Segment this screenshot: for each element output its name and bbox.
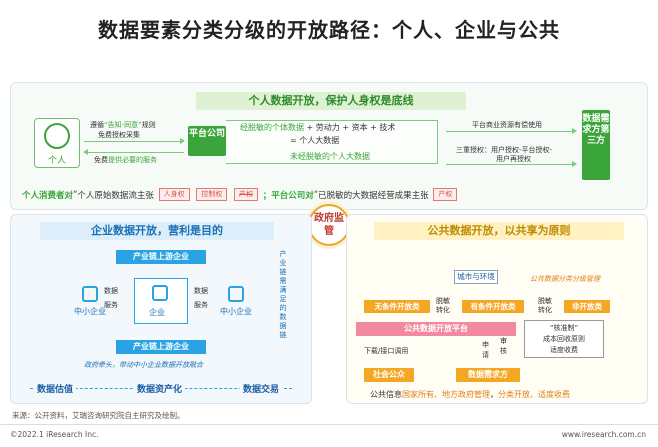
personal-data-banner: 个人数据开放，保护人身权是底线	[196, 92, 466, 110]
review-b: 核	[500, 347, 507, 355]
market-use: 平台商业资源有偿使用	[472, 121, 542, 129]
service-right: 服务	[194, 301, 208, 309]
market-arrow	[446, 128, 577, 134]
small-company-right-icon	[228, 286, 244, 302]
copyright: ©2022.1 iResearch Inc.	[10, 430, 99, 439]
source-note: 来源：公开资料，艾瑞咨询研究院自主研究及绘制。	[12, 411, 185, 420]
service-left: 服务	[104, 301, 118, 309]
enterprise-label: 企业	[149, 308, 165, 317]
tag-property-right: 产权	[433, 188, 458, 201]
desens-2b: 转化	[538, 306, 552, 314]
auth-line1: 三重授权：用户授权-平台授权-	[456, 146, 553, 154]
free-service: 免费提供必要的服务	[94, 156, 157, 164]
footer-divider	[0, 424, 658, 425]
consent-rule: 遵循“告知-同意”规则	[90, 121, 156, 129]
enterprise-center: 企业	[134, 278, 188, 324]
data-demand: 数据需求方	[456, 368, 520, 382]
raw-personal-big-data: 未经脱敏的个人大数据	[290, 152, 370, 161]
chain-vertical-text: 产业链需满足的数据链	[279, 250, 287, 339]
apply-b: 请	[482, 351, 489, 359]
rights-claim-row: 个人消费者对“个人原始数据流主张 人身权 控制权 产权 ；平台公司对“已脱敏的大…	[22, 188, 642, 204]
small-company-right: 中小企业	[220, 307, 252, 316]
pill-data-valuation: 数据估值	[34, 382, 77, 395]
person-label: 个人	[47, 156, 66, 166]
pill-data-trading: 数据交易	[240, 382, 283, 395]
enterprise-data-banner: 企业数据开放，营利是目的	[40, 222, 274, 240]
tag-property-right-struck: 产权	[234, 188, 259, 201]
auth-arrow	[446, 161, 577, 167]
website-link[interactable]: www.iresearch.com.cn	[561, 430, 646, 439]
personal-big-data: = 个人大数据	[290, 136, 340, 145]
platform-bracket	[226, 120, 438, 164]
public-info-footer: 公共信息国家所有、地方政府管理，分类开放、适度收费	[370, 390, 570, 399]
third-party-box: 数据需求方第三方	[582, 110, 610, 180]
collect-arrow	[84, 138, 185, 144]
small-company-left: 中小企业	[74, 307, 106, 316]
review-a: 审	[500, 337, 507, 345]
not-open: 非开放类	[564, 300, 610, 313]
apply-a: 申	[482, 341, 489, 349]
approval-norms: “核准制” 成本回收原则 适度收费	[524, 320, 604, 358]
service-arrow	[83, 149, 184, 155]
small-company-left-icon	[82, 286, 98, 302]
building-icon	[152, 285, 168, 301]
person-icon	[44, 123, 70, 149]
platform-company: 平台公司	[188, 126, 226, 156]
free-collection: 免费授权采集	[98, 131, 140, 139]
norm-cost-recovery: 成本回收原则	[543, 335, 585, 343]
auth-line2: 用户再授权	[496, 155, 531, 163]
desens-2a: 脱敏	[538, 297, 552, 305]
download-api: 下载/接口调用	[364, 347, 409, 355]
pill-data-assetization: 数据资产化	[134, 382, 186, 395]
public-data-banner: 公共数据开放，以共享为原则	[374, 222, 624, 240]
unconditional-open: 无条件开放类	[364, 300, 430, 313]
social-public: 社会公众	[364, 368, 414, 382]
city-environment: 城市与环境	[454, 270, 498, 284]
desens-1a: 脱敏	[436, 297, 450, 305]
public-classify: 公共数据分类分级管理	[530, 275, 600, 283]
government-regulation: 政府监管	[308, 204, 350, 246]
data-right: 数据	[194, 287, 208, 295]
downstream-chain: 产业链上游企业	[116, 340, 206, 354]
desensitized-formula: 经脱敏的个体数据 + 劳动力 + 资本 + 技术	[240, 123, 396, 132]
tag-control-right: 控制权	[196, 188, 228, 201]
public-platform: 公共数据开放平台	[356, 322, 516, 336]
tag-personal-right: 人身权	[158, 188, 190, 201]
upstream-chain: 产业链上游企业	[116, 250, 206, 264]
desens-1b: 转化	[436, 306, 450, 314]
norm-moderate-fee: 适度收费	[550, 346, 578, 354]
data-left: 数据	[104, 287, 118, 295]
page-title: 数据要素分类分级的开放路径：个人、企业与公共	[98, 18, 560, 42]
person-box: 个人	[34, 118, 80, 168]
gov-guide: 政府牵头，带动中小企业数据开放融合	[84, 361, 203, 369]
conditional-open: 有条件开放类	[462, 300, 524, 313]
norm-approval: “核准制”	[549, 324, 579, 332]
